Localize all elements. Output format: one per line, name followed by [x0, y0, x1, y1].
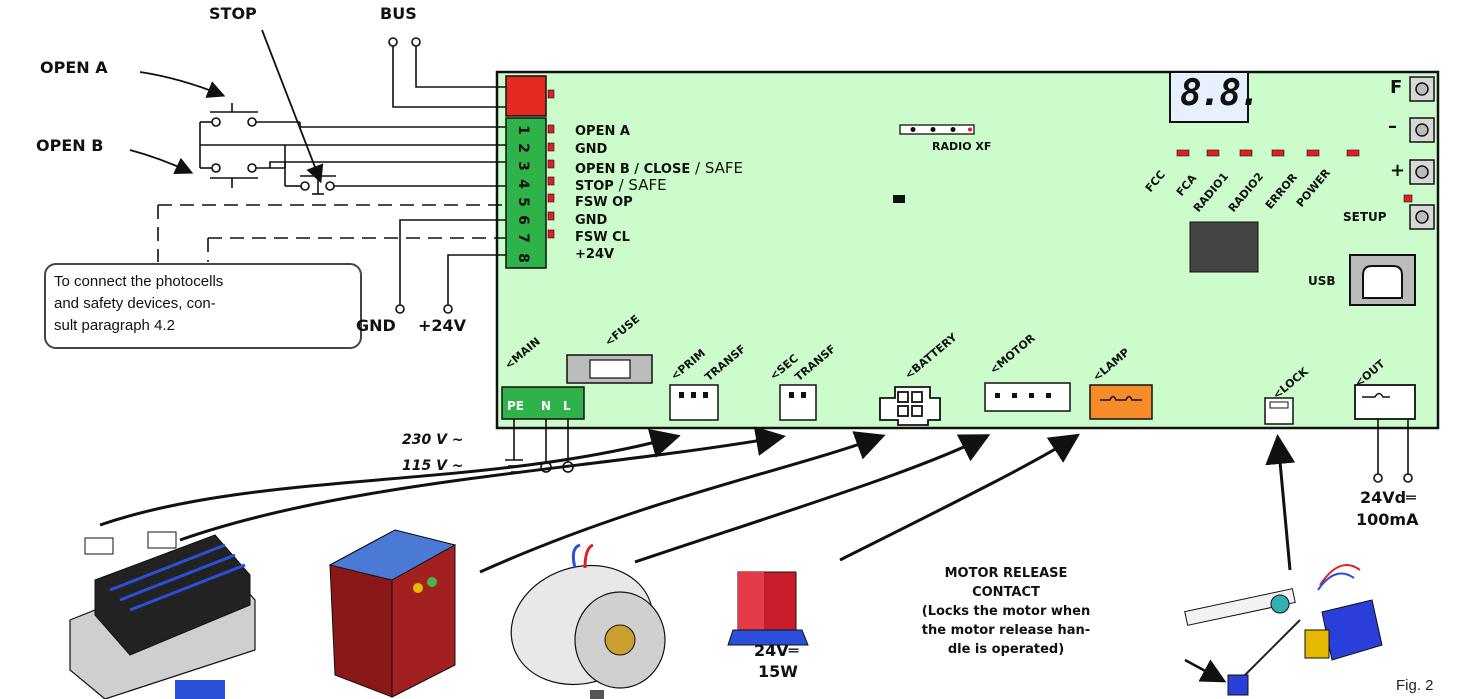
lamp-device [727, 571, 809, 646]
release-note-line: (Locks the motor when [921, 604, 1091, 619]
terminal-label-3-main: OPEN B / CLOSE [575, 162, 691, 177]
battery-connector [879, 386, 941, 426]
radio-xf-connector [899, 124, 975, 135]
main-pin-pe: PE [507, 399, 524, 413]
battery-device [328, 529, 457, 698]
motor-device [510, 543, 666, 699]
main-pin-n: N [541, 399, 552, 413]
prim-transf-connector [669, 384, 719, 421]
motor-release-note: MOTOR RELEASE CONTACT (Locks the motor w… [880, 564, 1132, 659]
open-b-label: OPEN B [36, 136, 104, 155]
main-connector [501, 386, 585, 420]
bus-label: BUS [380, 4, 417, 23]
note-line: and safety devices, con- [54, 295, 216, 312]
plus-button-label: + [1390, 160, 1406, 181]
terminal-label-6: GND [575, 213, 608, 228]
f-button-label: F [1390, 77, 1403, 98]
terminal-number: 3 [514, 161, 531, 171]
mains-115-label: 115 V ~ [402, 458, 464, 474]
terminal-number: 2 [514, 143, 531, 153]
terminal-label-8: +24V [575, 247, 615, 262]
minus-button-label: – [1388, 116, 1397, 137]
connection-arrows [99, 426, 1296, 574]
bus-wires [388, 37, 506, 108]
lamp-rating-voltage: 24V═ [754, 641, 799, 660]
lamp-rating-power: 15W [758, 662, 798, 681]
sec-transf-connector [779, 384, 817, 421]
seven-segment-display [1169, 71, 1249, 123]
transformer-device [69, 531, 256, 699]
terminal-number: 4 [514, 179, 531, 189]
terminal-label-3-safe: / SAFE [690, 159, 743, 177]
terminal-number: 6 [514, 215, 531, 225]
terminal-label-4: STOP / SAFE [575, 176, 667, 194]
status-leds [1176, 149, 1413, 203]
release-note-line: CONTACT [972, 585, 1040, 600]
terminal-label-2: GND [575, 142, 608, 157]
small-component [893, 195, 905, 203]
lamp-connector [1089, 384, 1153, 420]
board-buttons [1409, 76, 1435, 230]
dashed-safety-lines [157, 204, 506, 262]
note-line: To connect the photocells [54, 273, 224, 290]
gnd-label: GND [356, 316, 396, 335]
note-line: sult paragraph 4.2 [54, 317, 175, 334]
release-note-line: dle is operated) [947, 642, 1065, 657]
terminal-block [505, 117, 547, 269]
lock-connector [1264, 397, 1294, 425]
label-pointers [129, 29, 324, 184]
terminal-number: 7 [514, 233, 531, 243]
bus-connector [505, 75, 547, 117]
usb-label: USB [1308, 274, 1336, 288]
display-digits: 8.8. [1180, 73, 1261, 114]
out-rating-voltage: 24Vd═ [1360, 488, 1416, 507]
terminal-number: 5 [514, 197, 531, 207]
v24-label: +24V [418, 316, 467, 335]
release-note-line: MOTOR RELEASE [944, 566, 1068, 581]
motor-connector [984, 382, 1071, 412]
terminal-label-7: FSW CL [575, 230, 630, 245]
main-pin-l: L [563, 399, 571, 413]
terminal-label-3: OPEN B / CLOSE / SAFE [575, 159, 743, 177]
release-note-line: the motor release han- [921, 623, 1091, 638]
terminal-pins [547, 89, 555, 239]
setup-button-label: SETUP [1343, 210, 1387, 224]
microchip [1189, 221, 1259, 273]
radio-xf-label: RADIO XF [932, 140, 992, 153]
mains-230-label: 230 V ~ [402, 432, 464, 448]
terminal-label-4-main: STOP [575, 179, 614, 194]
terminal-label-4-safe: / SAFE [613, 176, 667, 194]
switch-wiring [199, 103, 506, 195]
usb-port [1349, 254, 1416, 306]
out-connector [1354, 384, 1416, 420]
out-rating-current: 100mA [1356, 510, 1419, 529]
photocell-note: To connect the photocells and safety dev… [44, 263, 362, 349]
lock-device [1184, 564, 1383, 696]
figure-label: Fig. 2 [1396, 677, 1434, 694]
terminal-number: 1 [514, 125, 531, 135]
power-wiring [395, 219, 506, 314]
terminal-number: 8 [514, 253, 531, 263]
terminal-label-5: FSW OP [575, 195, 633, 210]
out-wiring [1373, 419, 1413, 483]
stop-label: STOP [209, 4, 257, 23]
open-a-label: OPEN A [40, 58, 108, 77]
fuse-holder [566, 354, 653, 384]
terminal-label-1: OPEN A [575, 124, 630, 139]
